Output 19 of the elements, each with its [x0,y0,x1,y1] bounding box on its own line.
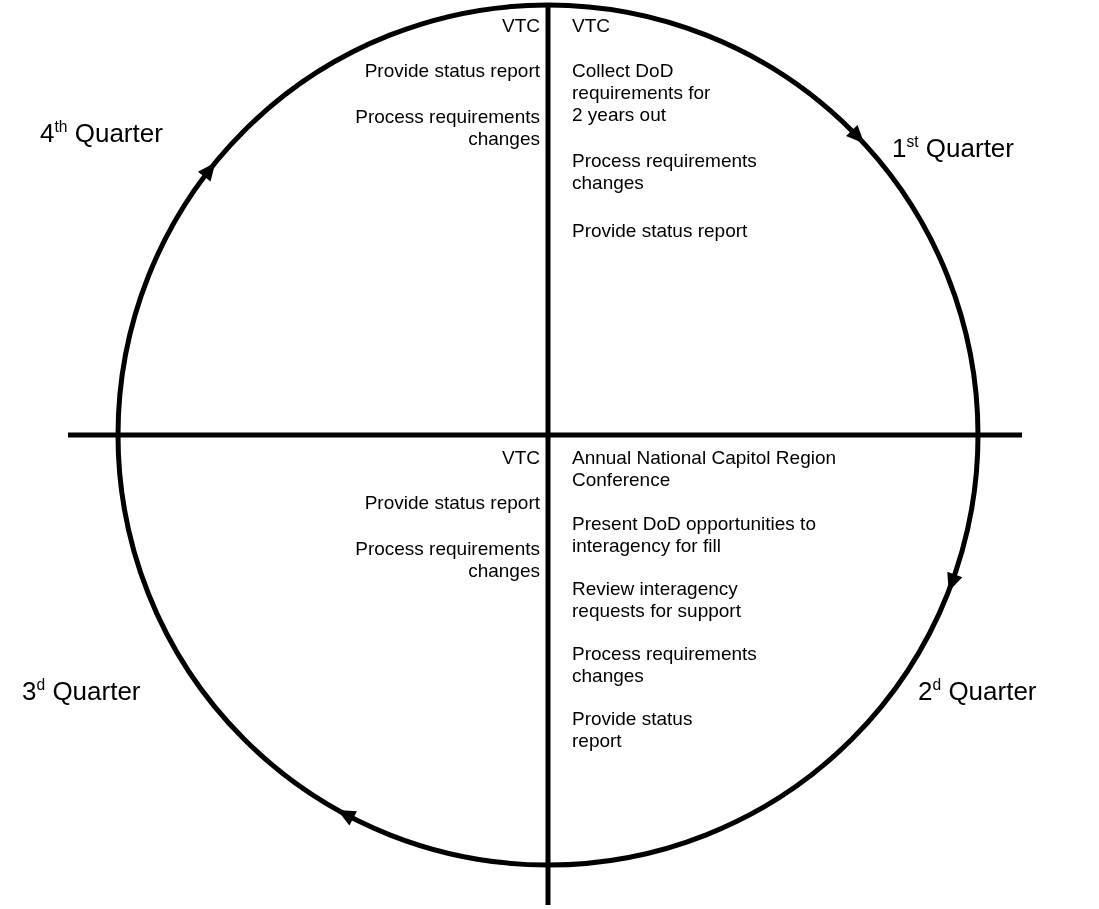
activity-text: Provide status report [363,60,540,82]
quarter-label: 1$^{st}$ Quarter [892,133,1014,163]
quarter-label: 2$^{d}$ Quarter [918,676,1037,706]
activity-text: Process requirements changes [572,643,758,687]
activity-text: VTC [501,15,540,37]
quarter-label: 3$^{d}$ Quarter [22,676,141,706]
activity-text: Process requirements changes [354,106,540,150]
activity-text: Provide status report [572,708,694,752]
activity-text: VTC [501,447,540,469]
activity-text: Provide status report [363,492,540,514]
activity-text: Review interagency requests for support [572,578,742,622]
activity-text: Process requirements changes [354,538,540,582]
activity-text: Present DoD opportunities to interagency for fill [572,513,817,557]
activity-text: VTC [572,15,611,37]
activity-text: Provide status report [572,220,749,242]
activity-text: Process requirements changes [572,150,758,194]
activity-text: Annual National Capitol Region Conference [572,447,838,491]
activity-text: Collect DoD requirements for 2 years out [572,60,712,126]
quarter-label: 4$^{th}$ Quarter [40,118,163,148]
